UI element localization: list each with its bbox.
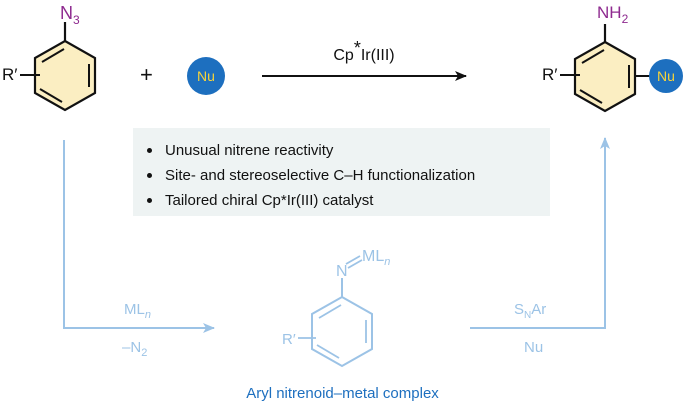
svg-text:Nu: Nu [657,68,675,84]
product-substituent: R′ [542,65,557,84]
intermediate-n-label: N [336,263,348,280]
bullet-icon [147,148,152,153]
highlight-item: Tailored chiral Cp*Ir(III) catalyst [141,188,550,213]
reactant-substituent: R′ [2,65,17,84]
nucleophile-badge: Nu [187,57,225,95]
amine-label: NH2 [597,3,629,26]
intermediate-substituent: R′ [282,331,296,348]
bullet-icon [147,198,152,203]
left-arrow-bottom-label: –N2 [122,339,147,359]
product-nucleophile-badge [649,59,683,93]
reactant-benzene-ring [33,39,97,112]
right-pathway-arrow [470,137,610,329]
intermediate-metal-label: MLn [362,248,390,268]
product-benzene-ring [573,40,637,113]
svg-text:Nu: Nu [197,68,215,84]
product-molecule: NH2 R′ Nu [542,3,683,113]
intermediate-benzene-ring [311,295,373,368]
reactant-aryl-azide: N3 R′ [2,3,97,112]
bullet-icon [147,173,152,178]
intermediate-caption: Aryl nitrenoid–metal complex [246,385,439,402]
catalyst-label: Cp*Ir(III) [333,38,394,64]
plus-sign: + [140,62,153,87]
highlight-item: Site- and stereoselective C–H functional… [141,163,550,188]
azide-label: N3 [60,3,80,27]
highlight-item: Unusual nitrene reactivity [141,138,550,163]
left-pathway-arrow [63,140,215,333]
right-arrow-bottom-label: Nu [524,339,543,356]
right-arrow-top-label: SNAr [514,301,546,321]
highlights-box: Unusual nitrene reactivity Site- and ste… [133,128,550,216]
left-arrow-top-label: MLn [124,301,151,321]
nitrenoid-intermediate: N MLn R′ [282,248,390,368]
